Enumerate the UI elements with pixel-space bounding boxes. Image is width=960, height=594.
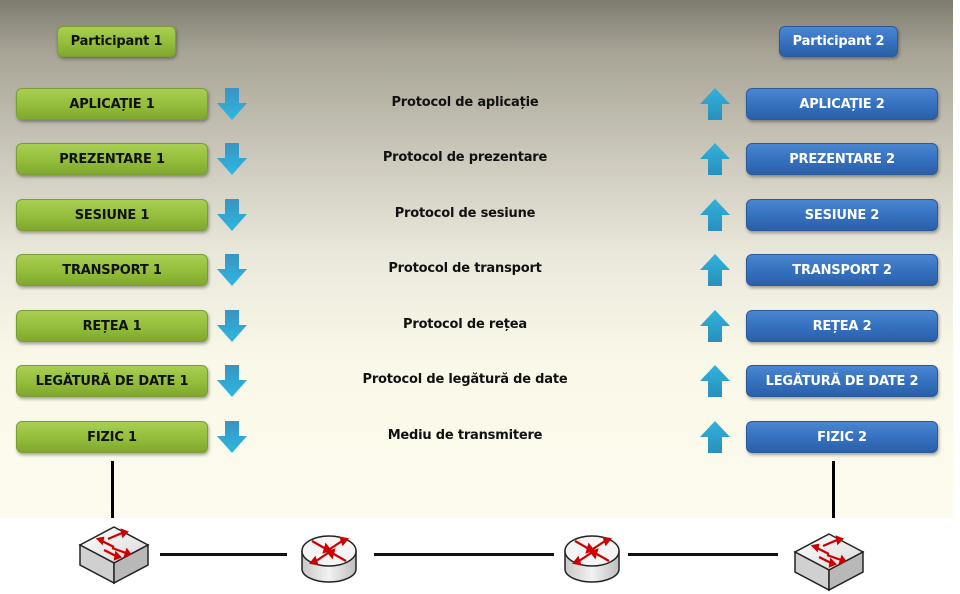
arrow-up-icon bbox=[700, 310, 730, 342]
arrow-up-icon bbox=[700, 143, 730, 175]
protocol-label: Mediu de transmitere bbox=[387, 428, 543, 443]
link-line bbox=[160, 553, 287, 556]
layer-right: PREZENTARE 2 bbox=[746, 143, 938, 175]
layer-right: FIZIC 2 bbox=[746, 421, 938, 453]
layer-right: REȚEA 2 bbox=[746, 310, 938, 342]
layer-left: TRANSPORT 1 bbox=[16, 254, 208, 286]
participant-2-label: Participant 2 bbox=[779, 26, 898, 57]
router-icon bbox=[301, 535, 357, 583]
link-line bbox=[374, 553, 554, 556]
layer-left: APLICAȚIE 1 bbox=[16, 88, 208, 120]
arrow-up-icon bbox=[700, 199, 730, 231]
arrow-down-icon bbox=[217, 199, 247, 231]
protocol-label: Protocol de legătură de date bbox=[362, 372, 568, 387]
arrow-down-icon bbox=[217, 421, 247, 453]
link-line bbox=[628, 553, 778, 556]
protocol-label: Protocol de rețea bbox=[403, 317, 527, 332]
protocol-label: Protocol de sesiune bbox=[394, 206, 536, 221]
layer-left: LEGĂTURĂ DE DATE 1 bbox=[16, 365, 208, 397]
arrow-down-icon bbox=[217, 88, 247, 120]
switch-icon bbox=[793, 533, 865, 592]
arrow-down-icon bbox=[217, 143, 247, 175]
protocol-label: Protocol de prezentare bbox=[382, 150, 548, 165]
layer-right: TRANSPORT 2 bbox=[746, 254, 938, 286]
switch-icon bbox=[78, 526, 150, 585]
layer-right: LEGĂTURĂ DE DATE 2 bbox=[746, 365, 938, 397]
layer-right: APLICAȚIE 2 bbox=[746, 88, 938, 120]
arrow-up-icon bbox=[700, 365, 730, 397]
layer-left: PREZENTARE 1 bbox=[16, 143, 208, 175]
arrow-down-icon bbox=[217, 254, 247, 286]
connector-line-left bbox=[111, 461, 114, 518]
arrow-down-icon bbox=[217, 310, 247, 342]
protocol-label: Protocol de aplicație bbox=[391, 95, 539, 110]
arrow-up-icon bbox=[700, 421, 730, 453]
layer-left: SESIUNE 1 bbox=[16, 199, 208, 231]
arrow-up-icon bbox=[700, 254, 730, 286]
arrow-up-icon bbox=[700, 88, 730, 120]
layer-left: REȚEA 1 bbox=[16, 310, 208, 342]
router-icon bbox=[564, 535, 620, 583]
protocol-label: Protocol de transport bbox=[388, 261, 542, 276]
arrow-down-icon bbox=[217, 365, 247, 397]
connector-line-right bbox=[832, 461, 835, 518]
layer-right: SESIUNE 2 bbox=[746, 199, 938, 231]
layer-left: FIZIC 1 bbox=[16, 421, 208, 453]
participant-1-label: Participant 1 bbox=[57, 26, 176, 57]
